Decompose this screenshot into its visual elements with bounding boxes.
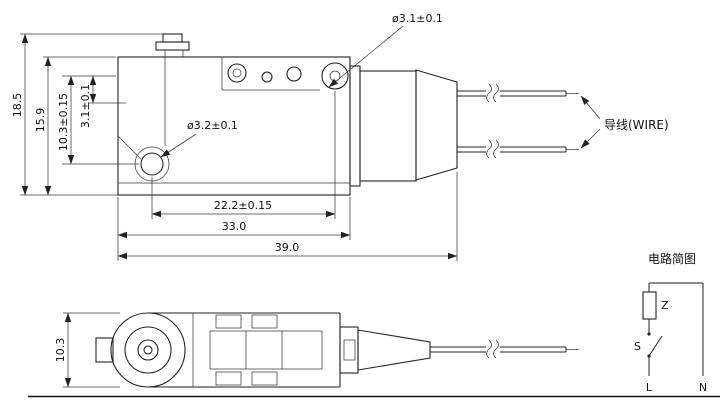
dim-text: 10.3: [54, 338, 67, 363]
switch-arm: [648, 335, 663, 357]
side-mounting-hole: [134, 146, 170, 182]
wire-bottom: [457, 139, 579, 159]
dim-33: 33.0: [117, 197, 351, 261]
cable-gland: [349, 65, 458, 187]
plunger-flange: [155, 41, 190, 51]
hole-side-boss: [134, 146, 170, 182]
dim-text: 15.9: [34, 108, 47, 133]
label-s: S: [634, 340, 641, 353]
dim-text: 18.5: [11, 93, 24, 118]
dim-18-5: 18.5: [11, 33, 163, 196]
callout-hole-top: ø3.1±0.1: [328, 12, 443, 88]
dim-text: 22.2±0.15: [214, 199, 272, 212]
dim-10-3-015: 10.3±0.15: [57, 75, 139, 165]
hole-small: [261, 71, 273, 83]
break-symbol: [493, 339, 499, 359]
break-mask: [486, 140, 500, 155]
dim-text: 3.1±0.1: [79, 84, 92, 128]
wire-top: [457, 83, 579, 103]
dim-text: 10.3±0.15: [57, 93, 70, 151]
break-mask: [486, 340, 500, 355]
end-block-detail: [343, 339, 356, 361]
gland-body: [359, 70, 417, 182]
terminal-slot: [251, 314, 278, 329]
hole: [227, 63, 247, 83]
hole-medium: [286, 66, 302, 82]
side-view: 导线(WIRE): [117, 33, 669, 196]
gland-step: [349, 65, 361, 187]
break-symbol: [493, 83, 499, 103]
callout-hole-side: ø3.2±0.1: [160, 119, 238, 158]
dim-3-1: 3.1±0.1: [79, 75, 126, 128]
callout-text: ø3.1±0.1: [392, 12, 443, 25]
gland-nose: [415, 69, 458, 181]
hole-top-right: [321, 62, 349, 90]
top-mounting-holes: [227, 62, 349, 90]
hole-side: [140, 152, 164, 176]
terminal-slot: [215, 371, 242, 386]
break-symbol: [486, 83, 492, 103]
leader-line: [160, 133, 197, 158]
wire-top-view: [430, 339, 579, 359]
top-view-body: [148, 312, 431, 388]
leader-line: [580, 128, 601, 149]
dim-15-9: 15.9: [34, 56, 116, 196]
dim-22-2: 22.2±0.15: [151, 91, 336, 219]
plunger-cap: [162, 33, 183, 43]
dim-10-3-topview: 10.3: [54, 312, 120, 388]
round-boss: [110, 312, 186, 388]
boss-circle: [110, 312, 186, 388]
callout-text: ø3.2±0.1: [187, 119, 238, 132]
break-symbol: [493, 139, 499, 159]
wire-callout: 导线(WIRE): [580, 95, 669, 149]
contact-node: [647, 354, 651, 358]
dimensions-side-view: 18.5 15.9 10.3±0.15 3.1±0.1 ø3.1±0.1 ø3.…: [11, 12, 458, 261]
circuit-title: 电路简图: [648, 251, 696, 266]
dim-text: 39.0: [275, 241, 300, 254]
label-l: L: [646, 381, 653, 394]
top-view: 10.3: [54, 312, 579, 388]
label-n: N: [699, 381, 707, 394]
terminal-slot: [215, 314, 242, 329]
body-internal-lines: [117, 57, 350, 184]
boss-circle: [137, 339, 159, 361]
leader-line: [328, 25, 404, 88]
leader-line: [580, 95, 601, 120]
boss-circle: [143, 345, 153, 355]
break-mask: [486, 84, 500, 99]
label-z: Z: [661, 299, 669, 312]
terminal-slot: [251, 371, 278, 386]
hole-inner: [232, 68, 242, 78]
gland-nose-top: [357, 329, 431, 371]
plunger-button: [155, 33, 190, 146]
boss-circle: [124, 326, 172, 374]
break-symbol: [486, 139, 492, 159]
dim-text: 33.0: [222, 220, 247, 233]
circuit-diagram: 电路简图 Z S L N: [634, 251, 707, 394]
mounting-tab: [95, 337, 114, 363]
contact-node: [647, 332, 651, 336]
component-z-box: [642, 291, 657, 320]
center-block: [209, 330, 323, 370]
dim-39: 39.0: [117, 172, 458, 261]
break-symbol: [486, 339, 492, 359]
wire-label: 导线(WIRE): [604, 118, 669, 132]
